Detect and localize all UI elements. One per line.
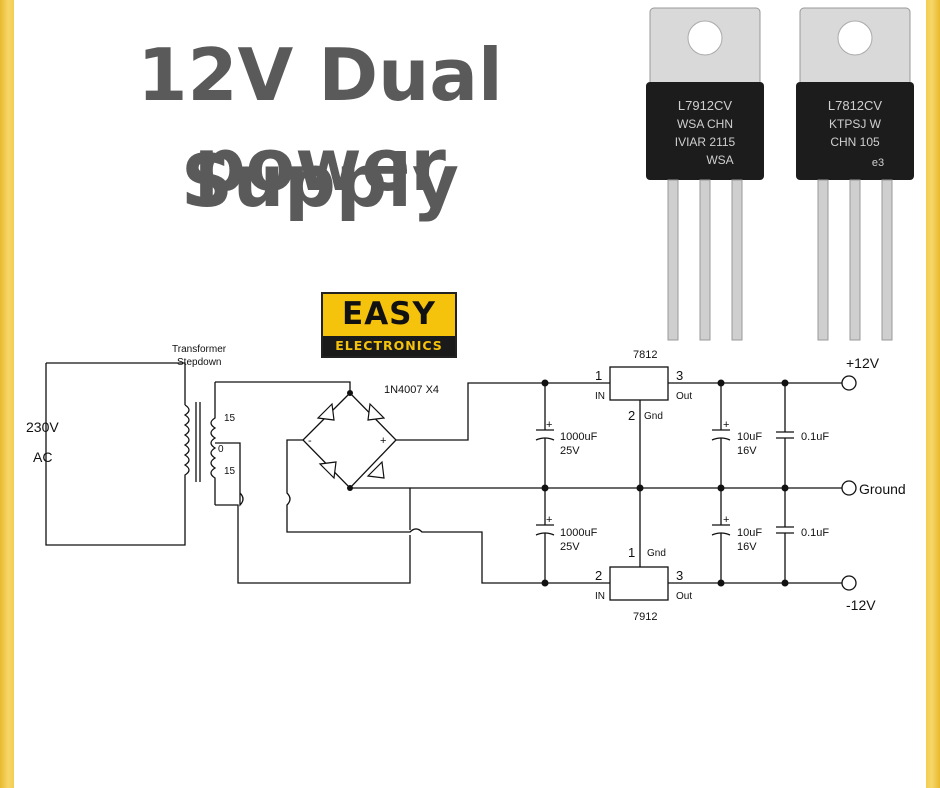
regulator-pos-marking-1: L7812CV: [828, 98, 883, 113]
wire-bridge-bottom: [350, 487, 411, 530]
wire-sec-bottom: [215, 504, 411, 584]
ic-bottom-in-label: IN: [595, 591, 605, 602]
ic-bottom-pin-in: 2: [595, 568, 602, 583]
wire-sec-top: [215, 381, 351, 393]
terminal-ground: [841, 480, 857, 496]
wire-center-tap: [215, 442, 244, 507]
ic-top-pin-out: 3: [676, 368, 683, 383]
ac-wire-top: [46, 362, 186, 405]
title-line-2: Supply: [181, 139, 459, 223]
cap-3-voltage: 16V: [737, 445, 757, 457]
bridge-minus: -: [308, 435, 312, 447]
regulator-neg-marking-2: WSA CHN: [677, 117, 733, 131]
regulator-neg-marking-4: WSA: [706, 153, 733, 167]
right-gold-border: [926, 0, 940, 788]
cap-1-voltage: 25V: [560, 445, 580, 457]
transformer-secondary: [210, 382, 217, 505]
regulator-neg-marking-1: L7912CV: [678, 98, 733, 113]
ic-bottom-name: 7912: [633, 611, 657, 623]
tap-mid-label: 0: [218, 444, 224, 455]
ic-top-pin-gnd: 2: [628, 408, 635, 423]
regulator-7912-body: [609, 566, 669, 601]
bridge-plus: +: [380, 435, 386, 447]
diode-1: [316, 402, 335, 421]
ic-top-pin-in: 1: [595, 368, 602, 383]
easy-electronics-logo: EASY ELECTRONICS: [321, 292, 457, 358]
diode-4: [366, 460, 385, 479]
bridge-label: 1N4007 X4: [384, 384, 439, 396]
output-pos-label: +12V: [846, 355, 880, 371]
terminal-neg: [841, 575, 857, 591]
cap-5-value: 0.1uF: [801, 431, 829, 443]
transformer-primary: [183, 404, 190, 478]
output-ground-label: Ground: [859, 481, 906, 497]
tap-top-label: 15: [224, 413, 236, 424]
transformer-label-1: Transformer: [172, 344, 227, 355]
wire-positive-rail: [396, 382, 610, 441]
ic-top-out-label: Out: [676, 391, 692, 402]
output-neg-label: -12V: [846, 597, 876, 613]
ic-top-gnd-label: Gnd: [644, 411, 663, 422]
ic-top-in-label: IN: [595, 391, 605, 402]
title-line-1: 12V Dual power: [137, 33, 503, 207]
ic-bottom-pin-out: 3: [676, 568, 683, 583]
diode-2: [367, 402, 386, 421]
cap-1-value: 1000uF: [560, 431, 598, 443]
source-voltage: 230V: [26, 419, 59, 435]
logo-text-top: EASY: [342, 296, 436, 332]
left-gold-border: [0, 0, 14, 788]
regulator-photo-7912: L7912CV WSA CHN IVIAR 2115 WSA: [646, 7, 764, 341]
ic-bottom-gnd-label: Gnd: [647, 548, 666, 559]
cap-4-voltage: 16V: [737, 541, 757, 553]
cap-4-value: 10uF: [737, 527, 762, 539]
diode-3: [318, 461, 337, 480]
cap-2-value: 1000uF: [560, 527, 598, 539]
regulator-pos-marking-2: KTPSJ W: [829, 117, 882, 131]
logo-text-bottom: ELECTRONICS: [323, 336, 455, 356]
cap-2-plus: +: [546, 514, 552, 526]
ic-bottom-pin-gnd: 1: [628, 545, 635, 560]
wire-negative-rail: [286, 439, 610, 584]
cap-1-plus: +: [546, 419, 552, 431]
transformer-label-2: Stepdown: [177, 357, 221, 368]
cap-2-voltage: 25V: [560, 541, 580, 553]
tap-bottom-label: 15: [224, 466, 236, 477]
cap-4-plus: +: [723, 514, 729, 526]
ac-wire-bottom: [45, 363, 186, 546]
regulator-7812-body: [609, 366, 669, 401]
ic-top-name: 7812: [633, 349, 657, 361]
cap-3-plus: +: [723, 419, 729, 431]
regulator-pos-marking-3: CHN 105: [830, 135, 880, 149]
source-type: AC: [33, 449, 52, 465]
regulator-neg-marking-3: IVIAR 2115: [675, 135, 736, 149]
cap-6-value: 0.1uF: [801, 527, 829, 539]
regulator-photo-7812: L7812CV KTPSJ W CHN 105 e3: [796, 7, 914, 341]
terminal-pos: [841, 375, 857, 391]
regulator-pos-marking-4: e3: [872, 157, 884, 169]
ic-bottom-out-label: Out: [676, 591, 692, 602]
cap-3-value: 10uF: [737, 431, 762, 443]
